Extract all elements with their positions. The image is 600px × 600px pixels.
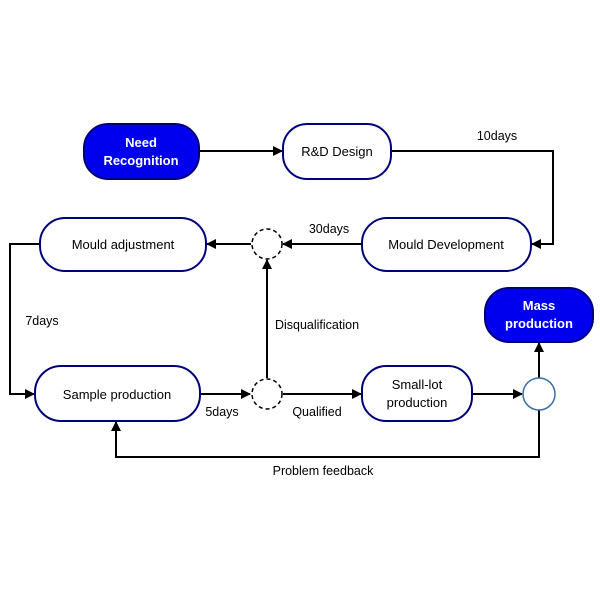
junction-upper — [251, 228, 283, 260]
node-sample-production: Sample production — [34, 365, 201, 422]
edge-mould-adjustment-to-sample — [9, 243, 40, 399]
node-small-lot-line1: Small-lot — [392, 377, 443, 392]
junction-final — [522, 377, 556, 411]
node-mould-development-label: Mould Development — [388, 237, 504, 252]
label-qualified: Qualified — [292, 405, 341, 419]
node-mould-adjustment: Mould adjustment — [39, 217, 207, 272]
label-disqualification: Disqualification — [275, 318, 359, 332]
node-mass-production-line2: production — [505, 316, 573, 331]
label-10days: 10days — [477, 129, 517, 143]
node-rd-design-label: R&D Design — [301, 144, 373, 159]
node-sample-production-label: Sample production — [63, 387, 171, 402]
node-mass-production-line1: Mass — [523, 298, 556, 313]
junction-lower — [251, 378, 283, 410]
edge-problem-feedback — [111, 410, 540, 458]
node-mass-production: Mass production — [484, 287, 594, 343]
label-5days: 5days — [205, 405, 238, 419]
label-30days: 30days — [309, 222, 349, 236]
node-mould-adjustment-label: Mould adjustment — [72, 237, 175, 252]
label-problem-feedback: Problem feedback — [273, 464, 375, 478]
node-need-recognition-line2: Recognition — [103, 153, 178, 168]
node-small-lot-production: Small-lot production — [361, 365, 473, 422]
edges — [9, 146, 554, 458]
node-need-recognition: Need Recognition — [83, 123, 200, 180]
node-need-recognition-line1: Need — [125, 135, 157, 150]
node-rd-design: R&D Design — [282, 123, 392, 180]
label-7days: 7days — [25, 314, 58, 328]
node-mould-development: Mould Development — [361, 217, 532, 272]
node-small-lot-line2: production — [387, 395, 448, 410]
edge-rd-to-mould-development — [391, 150, 554, 249]
